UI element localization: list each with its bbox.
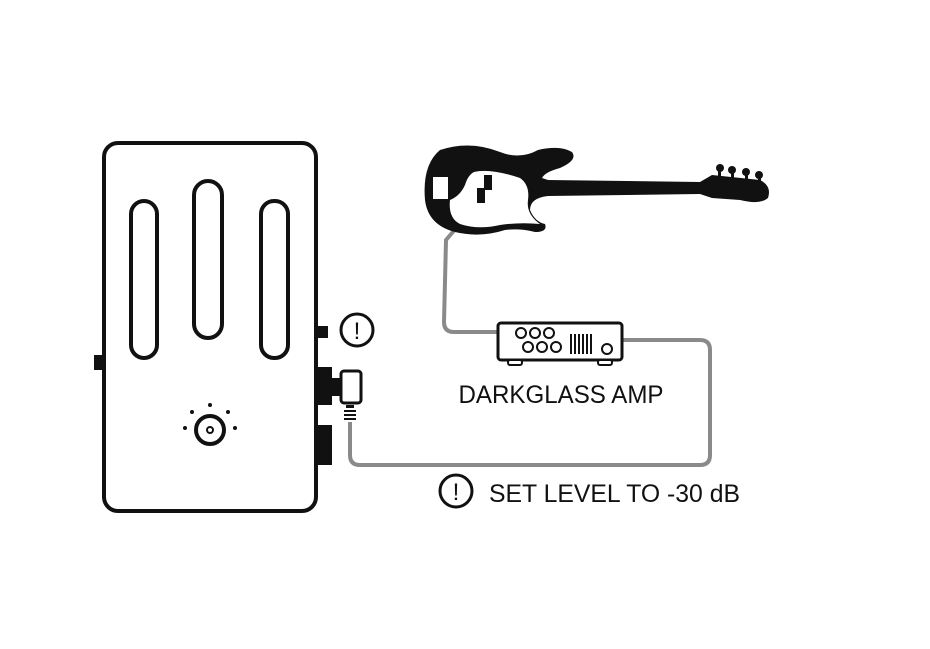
pedal-slot (129, 199, 159, 360)
amp-icon (496, 321, 624, 366)
svg-text:!: ! (453, 479, 460, 506)
pedal-slot (192, 179, 224, 340)
right-angle-plug (332, 369, 363, 420)
level-knob (183, 403, 237, 446)
amp-label: DARKGLASS AMP (459, 381, 664, 409)
right-tab (316, 326, 328, 338)
amp-to-pedal-cable (348, 338, 712, 467)
pedal (94, 141, 332, 513)
output-jack (316, 367, 332, 405)
left-jack (94, 355, 104, 370)
svg-text:!: ! (354, 318, 361, 345)
pedal-slot (259, 199, 290, 360)
bass-guitar-icon (424, 145, 769, 235)
input-jack (316, 425, 332, 465)
level-note: SET LEVEL TO -30 dB (489, 480, 740, 508)
warning-icon: ! (339, 312, 375, 348)
warning-icon: ! (438, 473, 474, 509)
guitar-to-amp-cable (441, 224, 500, 334)
